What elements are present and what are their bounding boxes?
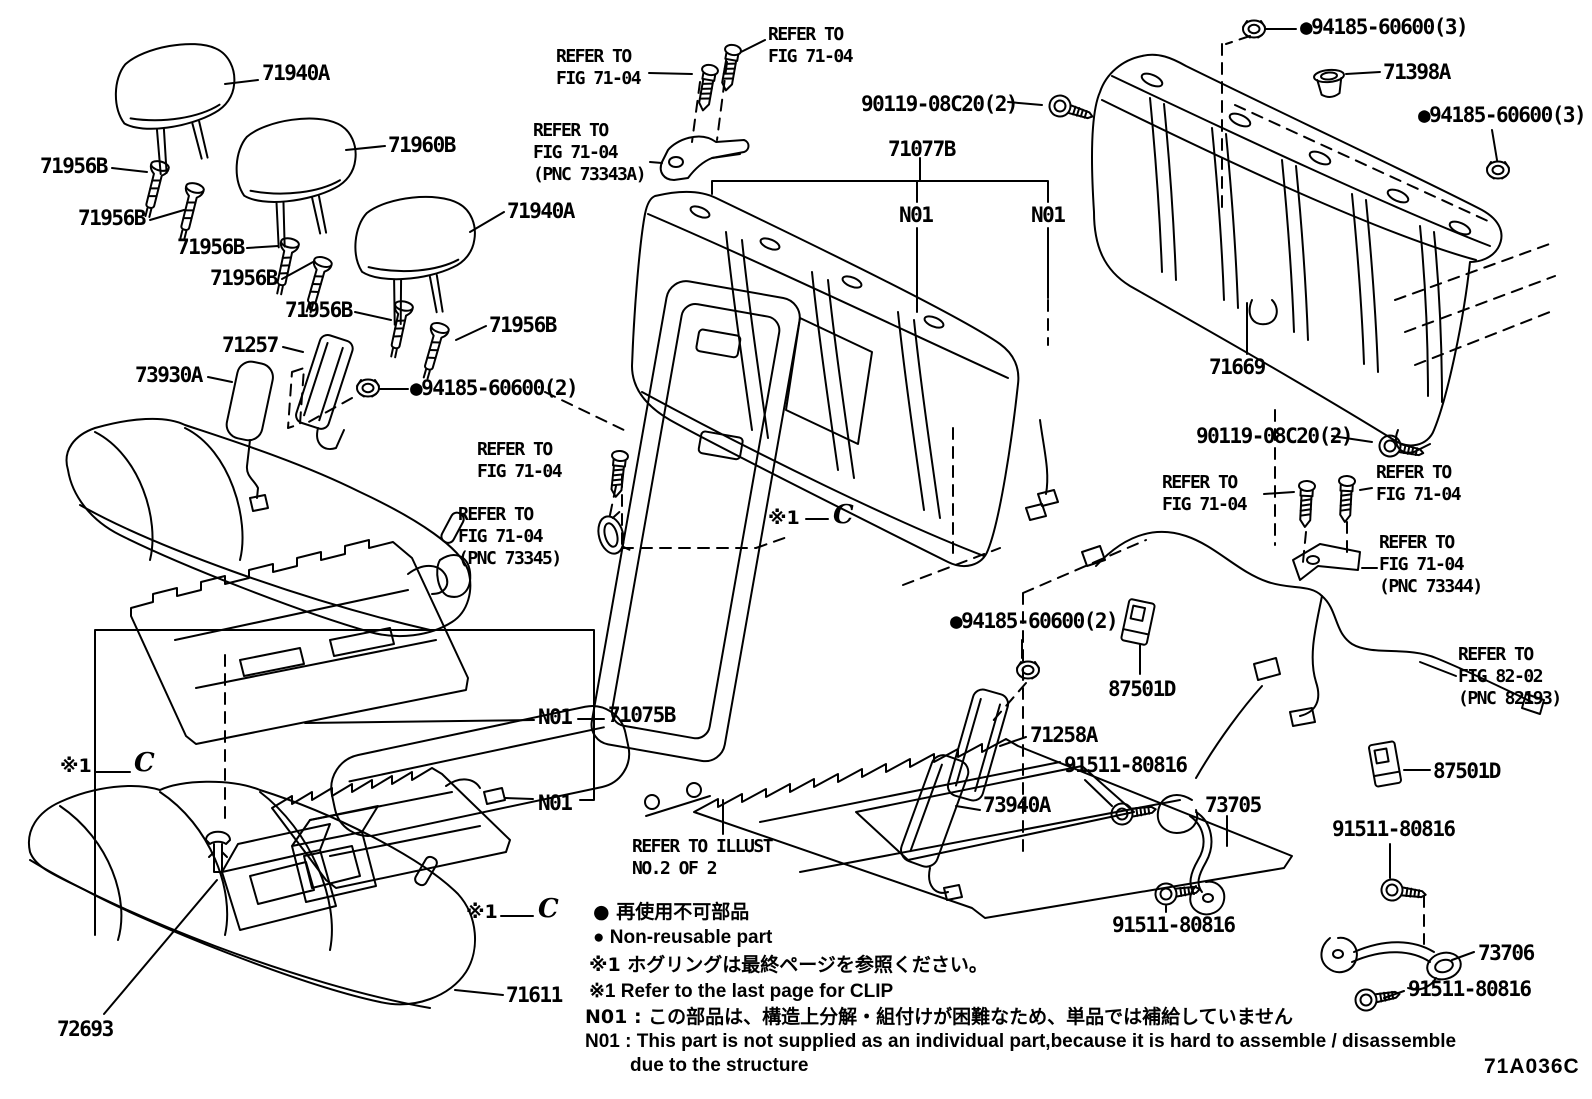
part-label-91511-80816-4: 91511-80816 <box>1408 977 1532 1001</box>
part-label-n01-mid-2: N01 <box>538 791 573 815</box>
clip-mark-2-c: C <box>833 500 854 530</box>
leader-lines <box>94 28 1498 1015</box>
part-label-91511-80816-2: 91511-80816 <box>1332 817 1456 841</box>
part-label-71075b: 71075B <box>608 703 676 727</box>
part-label-94185-60600-3-b: ●94185-60600(3) <box>1418 103 1587 127</box>
legend-nonreusable-jp: ● 再使用不可部品 <box>593 901 750 923</box>
seat-cushion-lower <box>27 780 476 1009</box>
ref-fig-82-02-pnc-82193: REFER TO FIG 82-02 (PNC 82193) <box>1458 644 1562 709</box>
part-label-73705: 73705 <box>1205 793 1262 817</box>
figure-code: 71A036C <box>1484 1055 1580 1078</box>
ref-illust-no2: REFER TO ILLUST NO.2 OF 2 <box>632 836 774 879</box>
seat-cushion-upper <box>65 417 472 638</box>
part-label-n01-mid-1: N01 <box>538 705 573 729</box>
part-label-71956b-2: 71956B <box>78 206 146 230</box>
part-label-91511-80816-3: 91511-80816 <box>1112 913 1236 937</box>
part-label-71398a: 71398A <box>1383 60 1451 84</box>
legend-n01-en-2: due to the structure <box>630 1055 809 1076</box>
part-label-71611: 71611 <box>506 983 563 1007</box>
clip-mark-1-c: C <box>134 748 155 778</box>
heater-pad-3 <box>693 657 1293 919</box>
seat-back-frame <box>1091 53 1503 454</box>
ref-fig-71-04-pnc-73344: REFER TO FIG 71-04 (PNC 73344) <box>1379 532 1483 597</box>
ref-fig-71-04-b: REFER TO FIG 71-04 <box>768 24 854 67</box>
part-label-71956b-4: 71956B <box>210 266 278 290</box>
part-label-n01-top-2: N01 <box>1031 203 1066 227</box>
ref-fig-71-04-d: REFER TO FIG 71-04 <box>1162 472 1248 515</box>
part-label-94185-60600-2-b: ●94185-60600(2) <box>950 609 1119 633</box>
bolster-71257-flap <box>316 427 345 450</box>
bolster-73940a <box>900 754 970 901</box>
part-label-90119-08c20-top: 90119-08C20(2) <box>861 92 1019 116</box>
belt-anchor-73705 <box>1156 794 1226 916</box>
part-label-87501d-1: 87501D <box>1108 677 1176 701</box>
part-label-71956b-1: 71956B <box>40 154 108 178</box>
part-label-73930a: 73930A <box>135 363 203 387</box>
clip-mark-3-c: C <box>538 894 559 924</box>
part-label-71940a-2: 71940A <box>507 199 575 223</box>
legend-clip-jp: ※1 ホグリングは最終ページを参照ください。 <box>589 954 988 976</box>
legend-clip-en: ※1 Refer to the last page for CLIP <box>589 981 894 1002</box>
armrest-assembly <box>221 280 801 931</box>
part-label-71077b: 71077B <box>888 137 956 161</box>
part-label-94185-60600-2-a: ●94185-60600(2) <box>410 376 579 400</box>
bolster-73930a <box>225 360 274 512</box>
legend-n01-en: N01 : This part is not supplied as an in… <box>585 1031 1457 1052</box>
wire-harness <box>1081 531 1545 727</box>
part-label-71669: 71669 <box>1209 355 1266 379</box>
part-label-71940a-1: 71940A <box>262 61 330 85</box>
part-label-91511-80816-1: 91511-80816 <box>1064 753 1188 777</box>
bolster-71257 <box>295 333 354 430</box>
part-label-n01-top-1: N01 <box>899 203 934 227</box>
part-label-73940a: 73940A <box>983 793 1051 817</box>
part-label-71956b-6: 71956B <box>489 313 557 337</box>
part-label-94185-60600-3-a: ●94185-60600(3) <box>1300 15 1469 39</box>
legend-nonreusable-en: ● Non-reusable part <box>593 927 773 948</box>
ref-fig-71-04-e: REFER TO FIG 71-04 <box>1376 462 1462 505</box>
ref-fig-71-04-pnc-73343a: REFER TO FIG 71-04 (PNC 73343A) <box>533 120 647 185</box>
ref-fig-71-04-pnc-73345: REFER TO FIG 71-04 (PNC 73345) <box>458 504 562 569</box>
part-label-71258a: 71258A <box>1030 723 1098 747</box>
dashed-lines <box>224 35 1556 945</box>
screws-top <box>659 42 750 181</box>
part-label-87501d-2: 87501D <box>1433 759 1501 783</box>
belt-anchor-73706 <box>1320 936 1462 991</box>
clip-mark-3: ※1 <box>466 901 498 923</box>
part-label-71960b: 71960B <box>388 133 456 157</box>
part-label-90119-08c20-right: 90119-08C20(2) <box>1196 424 1354 448</box>
seat-back-cover <box>631 190 1059 567</box>
ref-fig-71-04-a: REFER TO FIG 71-04 <box>556 46 642 89</box>
heater-pad-1 <box>130 539 469 745</box>
part-label-71956b-3: 71956B <box>177 235 245 259</box>
part-label-72693: 72693 <box>57 1017 114 1041</box>
part-label-71257: 71257 <box>222 333 279 357</box>
part-label-71956b-5: 71956B <box>285 298 353 322</box>
clip-mark-2: ※1 <box>768 507 800 529</box>
fasteners <box>356 19 1510 680</box>
clip-mark-1: ※1 <box>60 755 92 777</box>
part-label-73706: 73706 <box>1478 941 1535 965</box>
ref-fig-71-04-c: REFER TO FIG 71-04 <box>477 439 563 482</box>
legend-n01-jp: N01 : この部品は、構造上分解・組付けが困難なため、単品では補給していません <box>585 1006 1294 1028</box>
